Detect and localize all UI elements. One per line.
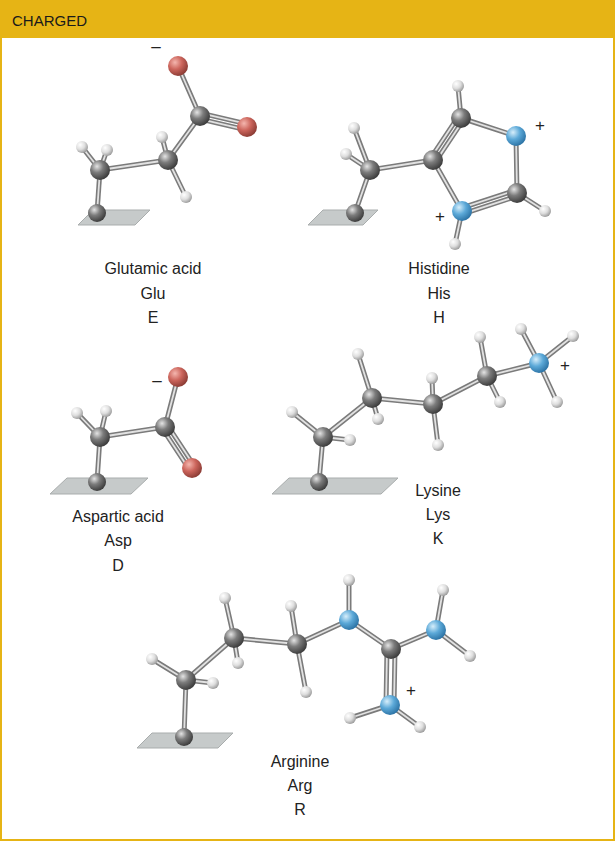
- amino-acid-label: Aspartic acid: [72, 507, 164, 526]
- atom-ball: [360, 160, 380, 180]
- atom-ball: [529, 353, 549, 373]
- amino-acid-label: Asp: [104, 531, 132, 550]
- charge-sign: –: [152, 371, 161, 391]
- charge-sign: –: [151, 37, 160, 57]
- amino-acid-label: D: [112, 556, 124, 575]
- atom-ball: [71, 407, 83, 419]
- atom-ball: [101, 144, 113, 156]
- amino-acid-label: Arginine: [271, 752, 330, 771]
- atom-ball: [90, 427, 110, 447]
- atom-ball: [539, 205, 551, 217]
- atom-ball: [232, 657, 244, 669]
- lysine-model: [272, 323, 579, 494]
- atom-ball: [346, 204, 364, 222]
- atom-ball: [300, 686, 312, 698]
- bond-stick: [100, 160, 168, 170]
- atom-ball: [224, 628, 244, 648]
- atom-ball: [146, 653, 158, 665]
- atom-ball: [380, 695, 400, 715]
- glutamic-acid-model: [76, 56, 257, 225]
- atom-ball: [339, 610, 359, 630]
- atom-ball: [207, 677, 219, 689]
- bond-stick: [100, 160, 168, 170]
- atom-ball: [362, 388, 382, 408]
- atom-ball: [452, 201, 472, 221]
- atom-ball: [452, 80, 464, 92]
- amino-acid-label: Lysine: [415, 481, 461, 500]
- header-band: [0, 0, 615, 38]
- atom-ball: [348, 122, 360, 134]
- atom-ball: [567, 330, 579, 342]
- arginine-model: [137, 574, 476, 748]
- atom-ball: [507, 183, 527, 203]
- amino-acid-label: H: [433, 308, 445, 327]
- atom-ball: [343, 574, 355, 586]
- atom-ball: [414, 721, 426, 733]
- atom-ball: [155, 417, 175, 437]
- atom-ball: [180, 191, 192, 203]
- atom-ball: [285, 600, 297, 612]
- atom-ball: [158, 150, 178, 170]
- atom-ball: [168, 56, 188, 76]
- amino-acid-label: Histidine: [408, 259, 469, 278]
- atom-ball: [182, 458, 202, 478]
- aspartic-acid-model: [50, 367, 202, 494]
- amino-acid-label: His: [427, 284, 450, 303]
- charge-sign: +: [435, 207, 445, 227]
- base-plate: [272, 478, 398, 494]
- atom-ball: [176, 670, 196, 690]
- atom-ball: [219, 592, 231, 604]
- atom-ball: [313, 427, 333, 447]
- charge-sign: +: [535, 116, 545, 136]
- atom-ball: [494, 396, 506, 408]
- atom-ball: [175, 728, 193, 746]
- atom-ball: [156, 131, 168, 143]
- atom-ball: [237, 117, 257, 137]
- atom-ball: [287, 634, 307, 654]
- panel-title: CHARGED: [12, 12, 87, 30]
- atom-ball: [432, 439, 444, 451]
- atom-ball: [352, 348, 364, 360]
- amino-acid-label: Lys: [426, 505, 450, 524]
- atom-ball: [372, 413, 384, 425]
- atom-ball: [88, 204, 106, 222]
- atom-ball: [515, 323, 527, 335]
- atom-ball: [190, 106, 210, 126]
- atom-ball: [423, 150, 443, 170]
- atom-ball: [423, 394, 443, 414]
- amino-acid-label: Glutamic acid: [105, 259, 202, 278]
- atom-ball: [76, 141, 88, 153]
- atom-ball: [551, 396, 563, 408]
- atom-ball: [168, 367, 188, 387]
- atom-ball: [286, 406, 298, 418]
- atom-ball: [437, 584, 449, 596]
- atom-ball: [464, 650, 476, 662]
- atom-ball: [449, 238, 461, 250]
- charge-sign: +: [560, 356, 570, 376]
- atom-ball: [344, 712, 356, 724]
- atom-ball: [340, 148, 352, 160]
- atom-ball: [477, 366, 497, 386]
- amino-acid-label: R: [294, 800, 306, 819]
- amino-acid-label: Arg: [288, 776, 313, 795]
- histidine-model: [308, 80, 551, 250]
- atom-ball: [474, 331, 486, 343]
- atom-ball: [88, 473, 106, 491]
- atom-ball: [426, 372, 438, 384]
- atom-ball: [344, 434, 356, 446]
- atom-ball: [381, 639, 401, 659]
- amino-acid-label: E: [148, 308, 159, 327]
- amino-acid-label: K: [433, 529, 444, 548]
- atom-ball: [90, 160, 110, 180]
- atom-ball: [426, 620, 446, 640]
- atom-ball: [310, 473, 328, 491]
- charge-sign: +: [406, 681, 416, 701]
- atom-ball: [451, 108, 471, 128]
- amino-acid-label: Glu: [141, 284, 166, 303]
- atom-ball: [506, 126, 526, 146]
- atom-ball: [100, 405, 112, 417]
- base-plate: [308, 210, 378, 225]
